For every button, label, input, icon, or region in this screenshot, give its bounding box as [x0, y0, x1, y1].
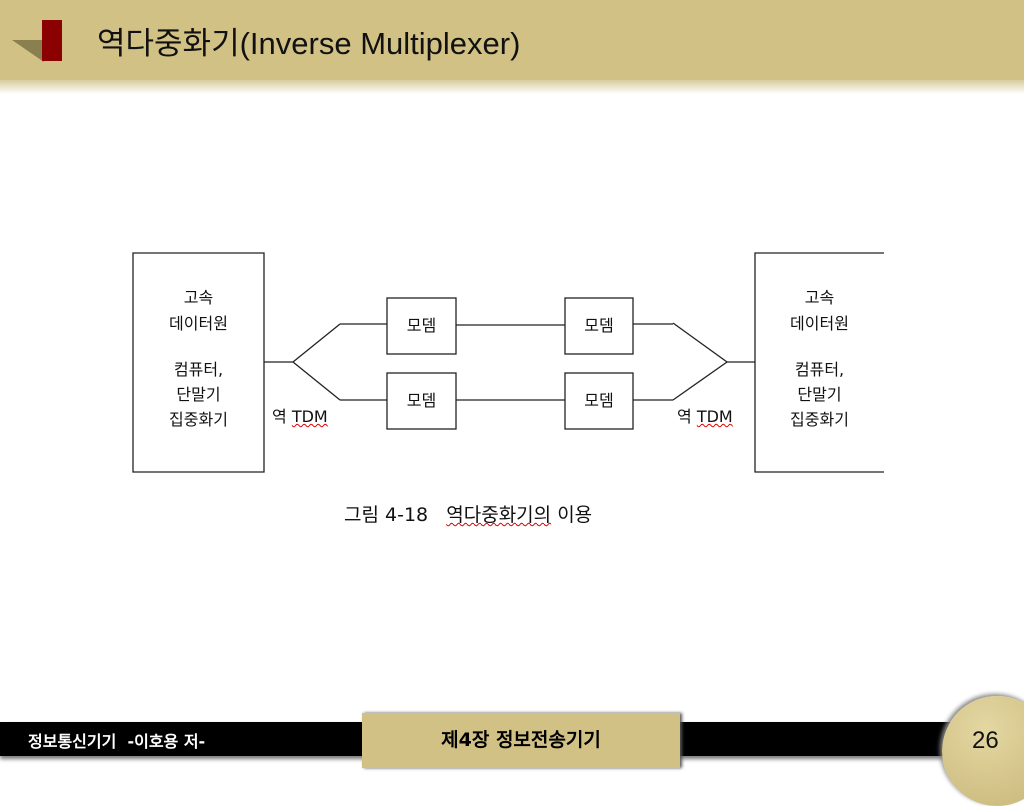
label-line: 고속: [804, 288, 835, 307]
label-line: 단말기: [797, 385, 842, 404]
label-line: 고속: [183, 288, 214, 307]
label-line: 데이터원: [169, 314, 228, 333]
right-box-label: 고속 데이터원 컴퓨터, 단말기 집중화기: [755, 288, 884, 430]
chapter-title: 제4장 정보전송기기: [441, 729, 601, 751]
modem-box: [386, 297, 457, 355]
footer-chapter: 제4장 정보전송기기: [362, 713, 680, 768]
tdm-text: TDM: [696, 407, 733, 426]
footer-book-title: 정보통신기기 -이호용 저-: [28, 732, 206, 751]
header-bar: [0, 0, 1024, 80]
left-demux-triangle: [291, 323, 341, 401]
modem-label: 모뎀: [584, 391, 614, 410]
figure-caption: 그림 4-18 역다중화기의 이용: [344, 505, 592, 525]
tdm-prefix: 역: [272, 407, 287, 426]
label-line: 단말기: [176, 385, 221, 404]
label-line: 컴퓨터,: [173, 360, 224, 379]
modem-box: [386, 372, 457, 430]
label-line: 데이터원: [790, 314, 849, 333]
modem-box: [564, 372, 634, 430]
label-line: 컴퓨터,: [794, 360, 845, 379]
tdm-prefix: 역: [677, 407, 692, 426]
page-number: 26: [972, 727, 999, 754]
tdm-text: TDM: [291, 407, 328, 426]
caption-number: 그림 4-18: [344, 504, 429, 526]
label-line: 집중화기: [169, 410, 228, 429]
diagram: [132, 252, 884, 473]
modem-box: [564, 297, 634, 355]
logo-square-icon: [42, 20, 62, 61]
logo-shadow-icon: [12, 40, 44, 62]
slide-title: 역다중화기(Inverse Multiplexer): [97, 26, 521, 61]
modem-label: 모뎀: [584, 316, 614, 335]
left-box-label: 고속 데이터원 컴퓨터, 단말기 집중화기: [133, 288, 264, 430]
label-line: 집중화기: [790, 410, 849, 429]
header-fade: [0, 80, 1024, 94]
caption-term: 역다중화기의: [446, 504, 552, 526]
right-tdm-label: 역 TDM: [677, 407, 733, 427]
left-tdm-label: 역 TDM: [272, 407, 328, 427]
caption-suffix: 이용: [557, 504, 593, 526]
right-mux-triangle: [672, 322, 729, 401]
modem-label: 모뎀: [406, 391, 437, 410]
modem-label: 모뎀: [406, 316, 437, 335]
left-box: [132, 252, 265, 473]
